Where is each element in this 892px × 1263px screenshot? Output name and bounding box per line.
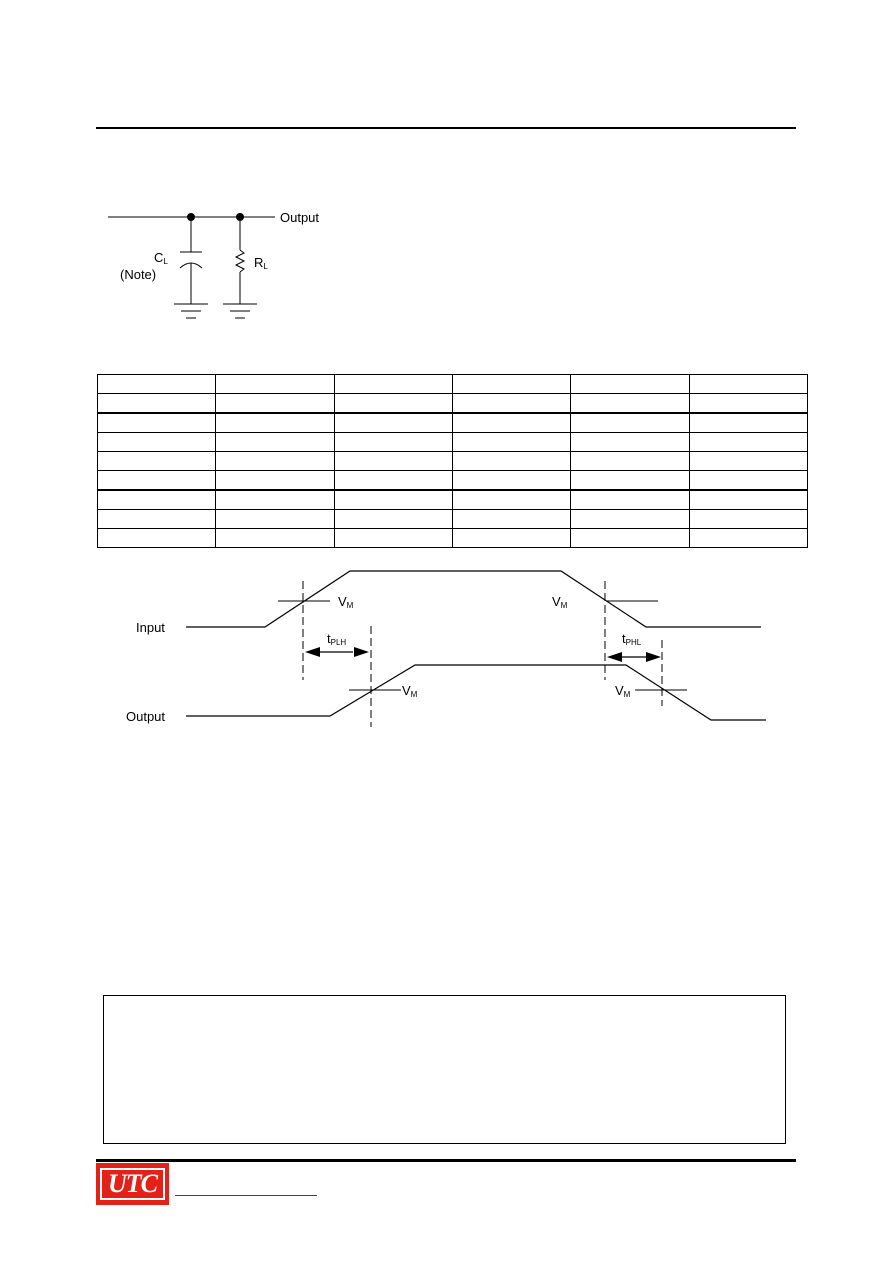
table-row [96,412,809,433]
table-cell [215,451,335,471]
arrow-head [354,647,369,657]
table-cell [215,528,335,548]
table-cell [96,528,217,548]
table-cell [570,393,690,414]
timing-input-label: Input [136,620,165,635]
vm-label: VM [338,594,354,610]
table-cell [688,374,809,394]
note-box [103,995,786,1144]
table-cell [570,509,690,529]
table-cell [451,374,572,394]
table-cell [570,374,690,394]
footer-rule [96,1159,796,1162]
timing-output-label: Output [126,709,165,724]
table-row [96,528,809,548]
table-cell [215,412,335,433]
table-cell [570,412,690,433]
load-circuit-diagram: Output CL (Note) RL [108,210,319,319]
timing-waveform-diagram: Input Output VM VM VM VM tPLH tPHL [126,570,766,727]
input-waveform [186,570,761,628]
table-cell [570,528,690,548]
table-cell [215,470,335,491]
table-cell [96,393,217,414]
table-cell [570,432,690,452]
circuit-output-label: Output [280,210,319,225]
table-cell [333,489,453,510]
table-row [96,451,809,471]
table-row [96,509,809,529]
table-cell [688,528,809,548]
table-cell [333,412,453,433]
table-cell [451,489,572,510]
vm-label: VM [552,594,568,610]
table-row [96,374,809,394]
res-label: RL [254,255,268,271]
utc-logo-text: UTC [100,1168,165,1200]
header-rule [96,127,796,129]
table-cell [215,509,335,529]
table-cell [333,470,453,491]
table-cell [570,470,690,491]
table-cell [688,451,809,471]
table-cell [688,470,809,491]
table-row [96,432,809,452]
table-cell [688,509,809,529]
cap-label: CL [154,250,168,266]
table-cell [333,528,453,548]
table-cell [333,451,453,471]
table-cell [215,374,335,394]
arrow-head [305,647,320,657]
table-cell [96,451,217,471]
table-cell [688,489,809,510]
table-cell [96,470,217,491]
table-cell [570,489,690,510]
vm-label: VM [402,683,418,699]
table-cell [96,432,217,452]
table-cell [333,374,453,394]
output-waveform [186,664,766,721]
table-cell [451,470,572,491]
data-table [96,374,809,548]
tplh-label: tPLH [327,631,346,647]
table-cell [451,451,572,471]
table-cell [451,528,572,548]
table-cell [215,393,335,414]
table-cell [96,412,217,433]
junction-dot [236,213,244,221]
cap-note: (Note) [120,267,156,282]
table-cell [96,489,217,510]
table-cell [688,412,809,433]
utc-logo: UTC [96,1163,169,1205]
arrow-head [646,652,661,662]
website-link[interactable] [175,1195,317,1196]
tphl-label: tPHL [622,631,642,647]
table-cell [96,509,217,529]
table-row [96,470,809,491]
table-cell [688,393,809,414]
vm-label: VM [615,683,631,699]
table-cell [570,451,690,471]
table-row [96,393,809,414]
table-cell [451,432,572,452]
junction-dot [187,213,195,221]
table-cell [451,412,572,433]
table-row [96,489,809,510]
arrow-head [607,652,622,662]
table-cell [215,489,335,510]
table-cell [333,509,453,529]
table-cell [451,393,572,414]
resistor-zigzag [234,249,246,273]
table-cell [96,374,217,394]
table-cell [333,393,453,414]
table-cell [333,432,453,452]
table-cell [451,509,572,529]
table-cell [215,432,335,452]
table-cell [688,432,809,452]
